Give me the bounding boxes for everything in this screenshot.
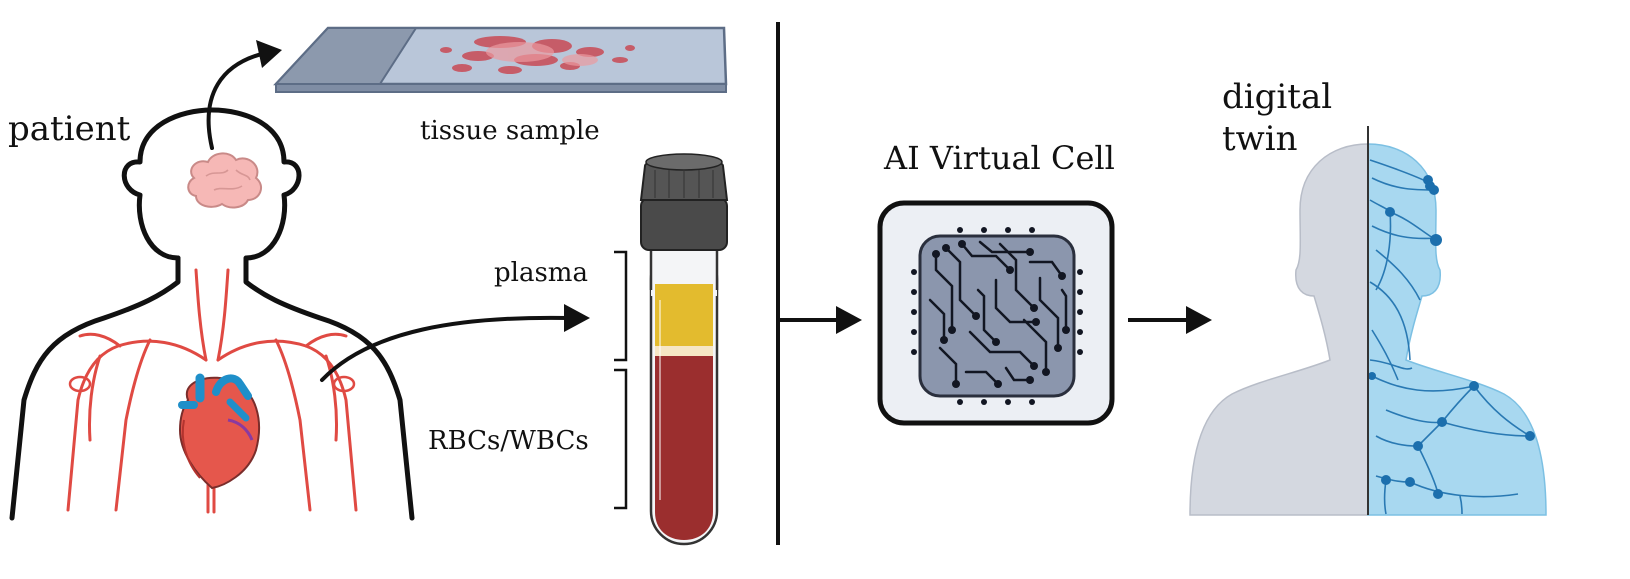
ai-chip-icon (877, 200, 1115, 426)
arrow-to-ai-cell (780, 306, 862, 334)
tissue-slide-icon (273, 26, 728, 93)
cells-bracket (614, 368, 628, 510)
arrow-to-tissue (206, 40, 282, 150)
digital-twin-label-line1: digital (1222, 77, 1333, 117)
ai-virtual-cell-label: AI Virtual Cell (884, 139, 1115, 177)
heart-icon (178, 373, 260, 490)
brain-icon (187, 152, 263, 209)
arrow-to-tube (320, 304, 590, 382)
digital-twin-label-line2: twin (1222, 119, 1298, 159)
rbcs-wbcs-label: RBCs/WBCs (428, 426, 589, 456)
patient-figure (9, 107, 415, 521)
plasma-bracket (614, 250, 628, 362)
blood-tube-icon (639, 153, 729, 546)
tissue-sample-label: tissue sample (420, 116, 600, 146)
patient-label: patient (8, 109, 131, 149)
arrow-to-digital-twin (1128, 306, 1212, 334)
plasma-label: plasma (494, 258, 588, 288)
digital-twin-figure (1189, 126, 1547, 516)
